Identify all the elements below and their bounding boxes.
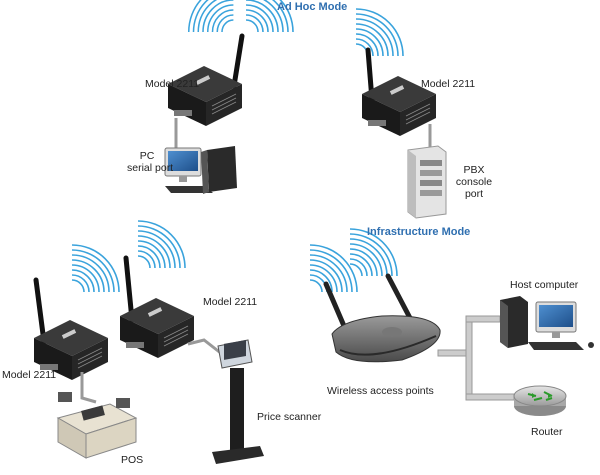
pos-cable (80, 372, 97, 404)
access-point-icon (323, 273, 441, 363)
model-label-bottom-mid: Model 2211 (203, 296, 258, 308)
wave-icon (137, 220, 186, 269)
pbx-label-line: PBX (463, 164, 485, 176)
antenna-icon (123, 255, 135, 323)
wave-icon (355, 8, 404, 57)
pbx-label-line: console (455, 176, 493, 188)
pbx-console-port-label: PBX console port (454, 164, 494, 200)
modem-device (33, 277, 109, 381)
modem-device (361, 47, 437, 137)
pc-icon (164, 146, 237, 194)
router-icon (513, 385, 567, 416)
antenna-icon (323, 281, 347, 329)
modem-device (119, 255, 195, 359)
model-label-top-left: Model 2211 (145, 78, 200, 90)
scanner-cable (187, 338, 223, 356)
antenna-icon (231, 33, 245, 89)
wave-icon (71, 244, 120, 293)
wave-icon (187, 0, 235, 33)
wave-icon (309, 244, 358, 293)
wireless-access-points-label: Wireless access points (327, 385, 434, 397)
model-label-bottom-left: Model 2211 (2, 369, 57, 381)
host-computer-label: Host computer (510, 279, 579, 291)
host-computer-icon (500, 296, 594, 350)
antenna-icon (385, 273, 413, 321)
router-label: Router (531, 426, 563, 438)
modem-device (167, 33, 245, 127)
model-label-top-right: Model 2211 (421, 78, 476, 90)
pc-label-line: PC (139, 150, 155, 162)
antenna-icon (33, 277, 47, 345)
adhoc-mode-title: Ad Hoc Mode (277, 1, 348, 13)
infrastructure-mode-title: Infrastructure Mode (367, 226, 471, 238)
pos-terminal-icon (56, 392, 138, 459)
pbx-cabinet-icon (407, 145, 447, 219)
pc-serial-port-label: PC serial port (127, 150, 174, 174)
pos-label: POS (121, 454, 144, 466)
pc-label-line: serial port (127, 162, 174, 174)
pbx-label-line: port (464, 188, 484, 200)
price-scanner-icon (212, 339, 264, 464)
price-scanner-label: Price scanner (257, 411, 322, 423)
